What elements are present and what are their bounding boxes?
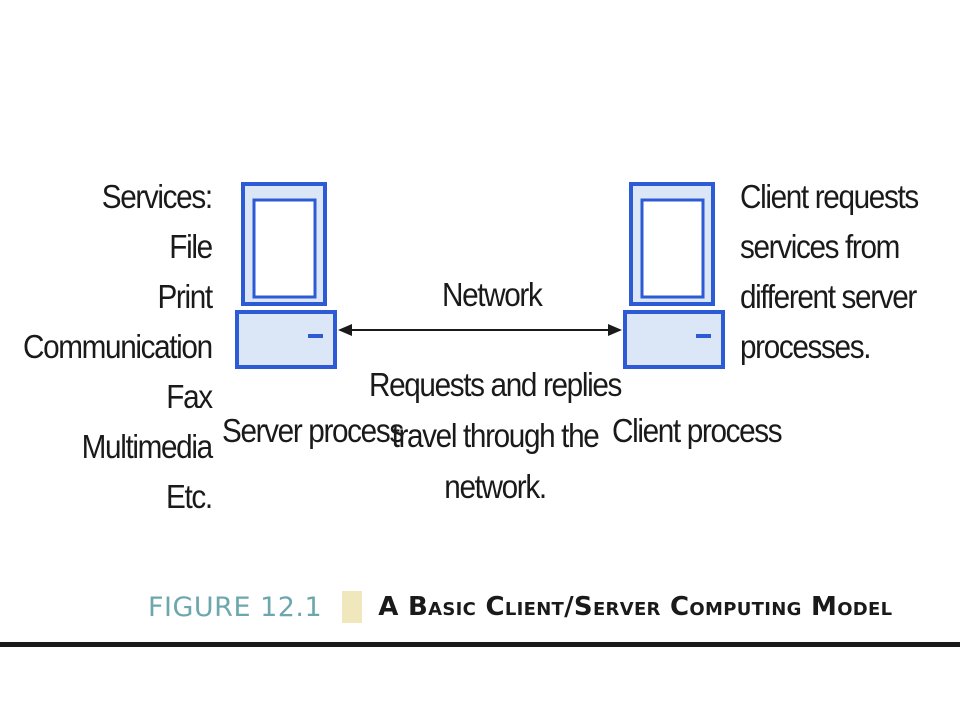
network-label: Network: [442, 276, 543, 313]
service-item-file: File: [169, 228, 214, 265]
service-item-communication: Communication: [23, 328, 213, 365]
server-process-label: Server process: [222, 412, 404, 449]
service-item-fax: Fax: [166, 378, 214, 415]
client-process-label: Client process: [612, 412, 783, 449]
network-note-line: network.: [444, 468, 547, 505]
network-note-line: Requests and replies: [368, 366, 622, 403]
figure-caption: FIGURE 12.1 A Basic Client/Server Comput…: [148, 587, 892, 627]
bottom-rule: [0, 642, 960, 647]
client-note-line: services from: [740, 228, 900, 265]
services-heading: Services:: [102, 178, 213, 215]
client-computer-icon: [623, 182, 725, 369]
figure-number: FIGURE 12.1: [148, 591, 323, 623]
service-item-etc: Etc.: [166, 478, 213, 515]
server-computer-icon: [235, 182, 337, 369]
figure-title: A Basic Client/Server Computing Model: [378, 592, 893, 622]
service-item-multimedia: Multimedia: [81, 428, 213, 465]
caption-swatch: [342, 591, 363, 623]
client-note-line: Client requests: [740, 178, 919, 215]
network-note: Requests and replies travel through the …: [368, 359, 622, 512]
network-note-line: travel through the: [391, 417, 600, 454]
client-note-line: processes.: [740, 328, 871, 365]
services-list: Services: File Print Communication Fax M…: [23, 172, 214, 522]
client-note: Client requests services from different …: [740, 172, 919, 372]
service-item-print: Print: [157, 278, 214, 315]
client-note-line: different server: [740, 278, 917, 315]
